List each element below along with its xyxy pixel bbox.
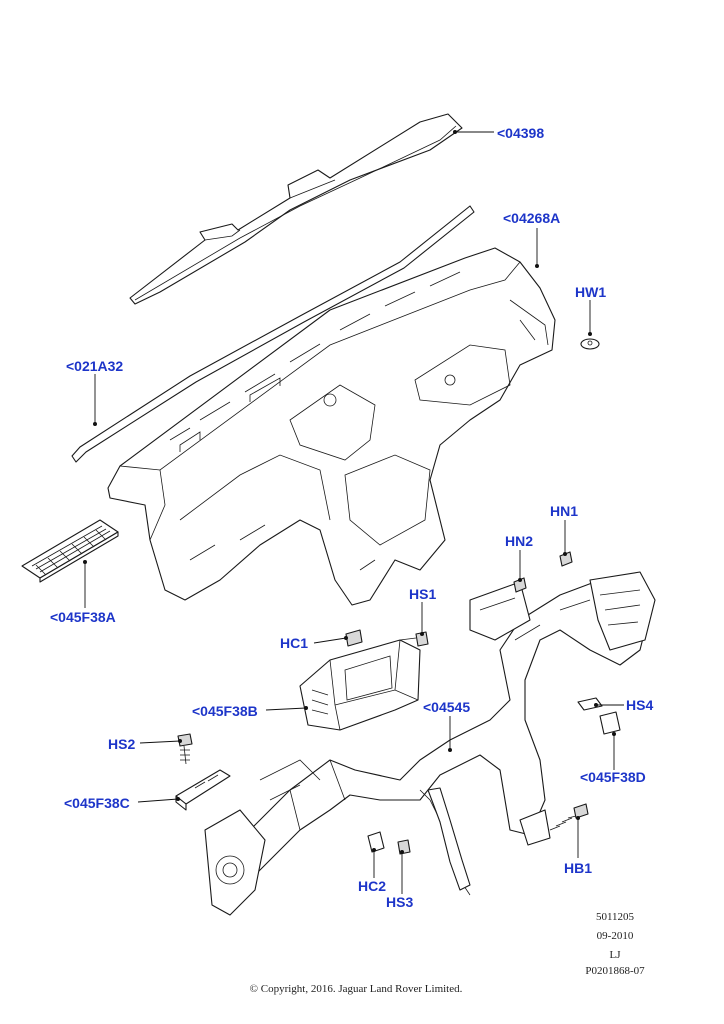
lower-bracket bbox=[175, 769, 231, 811]
callout-04398: <04398 bbox=[497, 125, 544, 141]
callout-04545: <04545 bbox=[423, 699, 470, 715]
callout-045f38c: <045F38C bbox=[64, 795, 130, 811]
callout-hc1: HC1 bbox=[280, 635, 308, 651]
top-trim-panel bbox=[129, 113, 463, 305]
center-stack-bracket bbox=[299, 639, 421, 731]
reference-line-4: P0201868-07 bbox=[585, 965, 645, 977]
callout-045f38a: <045F38A bbox=[50, 609, 116, 625]
fastener-hs2 bbox=[177, 733, 193, 765]
reference-block: 5011205 09-2010 LJ P0201868-07 bbox=[585, 911, 645, 977]
callout-045f38b: <045F38B bbox=[192, 703, 258, 719]
fastener-hc1 bbox=[345, 629, 363, 647]
callout-hs2: HS2 bbox=[108, 736, 135, 752]
callout-hb1: HB1 bbox=[564, 860, 592, 876]
callout-hs1: HS1 bbox=[409, 586, 436, 602]
vent-grille bbox=[21, 519, 119, 583]
reference-line-1: 5011205 bbox=[596, 911, 635, 923]
cross-car-beam bbox=[204, 571, 656, 916]
fastener-hb1 bbox=[549, 803, 589, 831]
callout-045f38d: <045F38D bbox=[580, 769, 646, 785]
callout-hn2: HN2 bbox=[505, 533, 533, 549]
side-clip-bracket bbox=[577, 697, 621, 735]
callout-hn1: HN1 bbox=[550, 503, 578, 519]
reference-line-2: 09-2010 bbox=[597, 930, 634, 942]
fastener-hw1 bbox=[580, 338, 600, 350]
callout-hw1: HW1 bbox=[575, 284, 606, 300]
callout-hc2: HC2 bbox=[358, 878, 386, 894]
callout-hs3: HS3 bbox=[386, 894, 413, 910]
callout-021a32: <021A32 bbox=[66, 358, 123, 374]
fastener-hs3 bbox=[397, 839, 411, 855]
seal-strip bbox=[71, 205, 475, 463]
callout-04268a: <04268A bbox=[503, 210, 560, 226]
leader-lines bbox=[83, 130, 624, 894]
reference-line-3: LJ bbox=[610, 949, 622, 961]
instrument-panel bbox=[107, 247, 556, 606]
copyright-text: © Copyright, 2016. Jaguar Land Rover Lim… bbox=[250, 983, 463, 995]
callout-hs4: HS4 bbox=[626, 697, 653, 713]
fastener-hc2 bbox=[367, 831, 385, 853]
